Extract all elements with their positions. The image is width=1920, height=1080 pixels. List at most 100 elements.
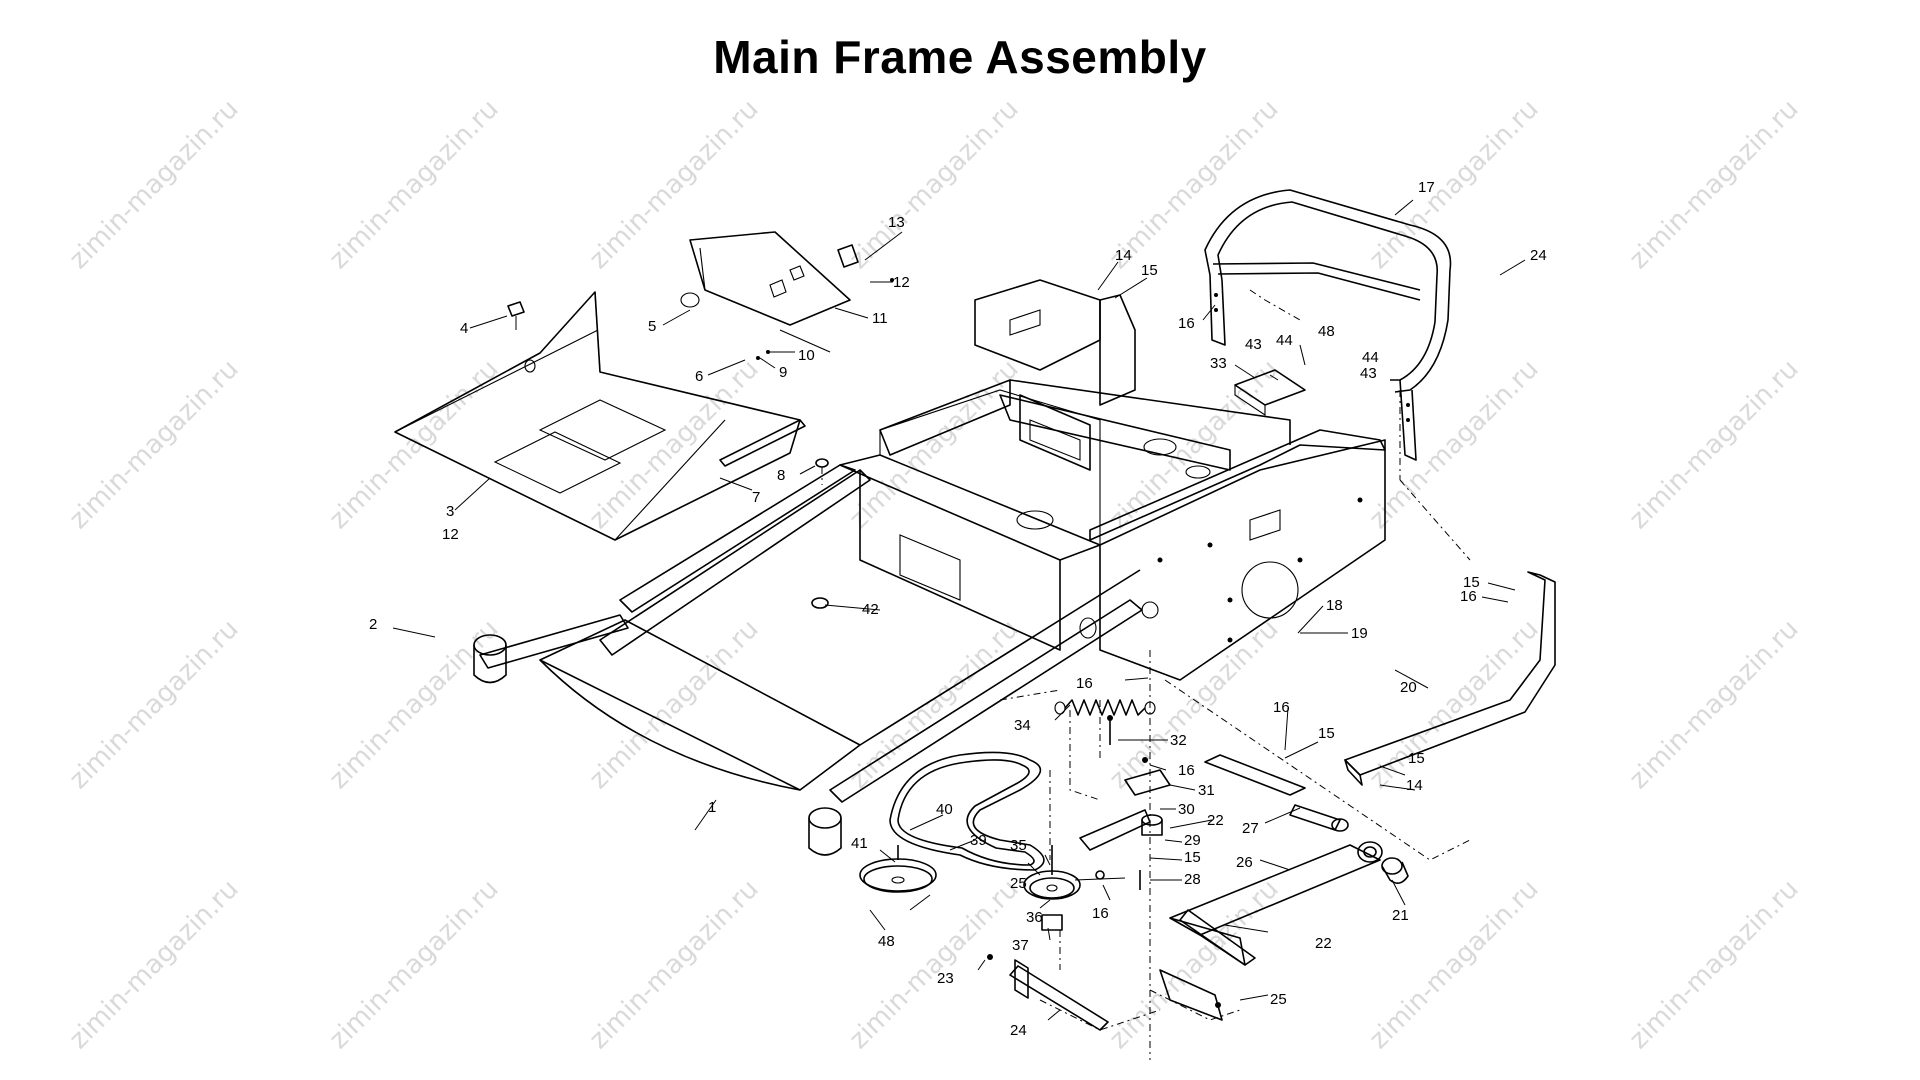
- callout-25: 25: [1270, 991, 1287, 1008]
- watermark: zimin-magazin.ru: [1624, 94, 1805, 275]
- pulley-part-41: [859, 845, 937, 893]
- callout-15: 15: [1463, 574, 1480, 591]
- watermark: zimin-magazin.ru: [584, 354, 765, 535]
- callout-18: 18: [1326, 597, 1343, 614]
- watermark: zimin-magazin.ru: [1364, 94, 1545, 275]
- plate-part-33: [1234, 369, 1306, 417]
- callout-14: 14: [1115, 247, 1132, 264]
- watermark: zimin-magazin.ru: [64, 94, 245, 275]
- watermark: zimin-magazin.ru: [1364, 614, 1545, 795]
- plug-part-8: [815, 458, 829, 485]
- callout-14: 14: [1406, 777, 1423, 794]
- callout-21: 21: [1392, 907, 1409, 924]
- callout-7: 7: [752, 489, 760, 506]
- watermark: zimin-magazin.ru: [64, 874, 245, 1055]
- callout-25: 25: [1010, 875, 1027, 892]
- callout-16: 16: [1076, 675, 1093, 692]
- watermark: zimin-magazin.ru: [584, 94, 765, 275]
- callout-15: 15: [1141, 262, 1158, 279]
- callout-43: 43: [1360, 365, 1377, 382]
- callout-22: 22: [1315, 935, 1332, 952]
- callout-16: 16: [1092, 905, 1109, 922]
- watermark: zimin-magazin.ru: [64, 614, 245, 795]
- watermark: zimin-magazin.ru: [1104, 354, 1285, 535]
- callout-20: 20: [1400, 679, 1417, 696]
- callout-37: 37: [1012, 937, 1029, 954]
- callout-10: 10: [798, 347, 815, 364]
- callout-40: 40: [936, 801, 953, 818]
- callout-12: 12: [442, 526, 459, 543]
- callout-26: 26: [1236, 854, 1253, 871]
- callout-43: 43: [1245, 336, 1262, 353]
- belt-part-40: [889, 751, 1045, 871]
- callout-19: 19: [1351, 625, 1368, 642]
- watermark: zimin-magazin.ru: [844, 94, 1025, 275]
- callout-36: 36: [1026, 909, 1043, 926]
- diagram-title: Main Frame Assembly: [713, 31, 1207, 83]
- main-frame: [473, 279, 1471, 856]
- seat-bracket: [680, 231, 894, 360]
- callout-22: 22: [1207, 812, 1224, 829]
- callout-6: 6: [695, 368, 703, 385]
- watermark: zimin-magazin.ru: [844, 874, 1025, 1055]
- watermark: zimin-magazin.ru: [1624, 874, 1805, 1055]
- callout-16: 16: [1460, 588, 1477, 605]
- callout-35: 35: [1010, 837, 1027, 854]
- rear-bar-part-20: [1344, 571, 1556, 786]
- callout-9: 9: [779, 364, 787, 381]
- watermark: zimin-magazin.ru: [324, 354, 505, 535]
- callout-29: 29: [1184, 832, 1201, 849]
- callout-31: 31: [1198, 782, 1215, 799]
- callout-16: 16: [1178, 315, 1195, 332]
- callout-41: 41: [851, 835, 868, 852]
- knob-part-4: [507, 301, 525, 330]
- callout-23: 23: [937, 970, 954, 987]
- callout-44: 44: [1276, 332, 1293, 349]
- callout-44: 44: [1362, 349, 1379, 366]
- callout-5: 5: [648, 318, 656, 335]
- bolt-part-32: [1107, 715, 1113, 745]
- callout-34: 34: [1014, 717, 1031, 734]
- callout-3: 3: [446, 503, 454, 520]
- watermark: zimin-magazin.ru: [64, 354, 245, 535]
- leader-lines: [392, 199, 1526, 1021]
- callout-48: 48: [878, 933, 895, 950]
- callout-24: 24: [1530, 247, 1547, 264]
- callout-27: 27: [1242, 820, 1259, 837]
- watermark: zimin-magazin.ru: [844, 354, 1025, 535]
- callout-4: 4: [460, 320, 468, 337]
- callout-39: 39: [970, 832, 987, 849]
- callout-17: 17: [1418, 179, 1435, 196]
- callout-24: 24: [1010, 1022, 1027, 1039]
- watermark: zimin-magazin.ru: [584, 614, 765, 795]
- callout-48: 48: [1318, 323, 1335, 340]
- watermark: zimin-magazin.ru: [1364, 354, 1545, 535]
- floor-pan: [394, 291, 801, 541]
- callouts: 1 2 3 4 5 6 7 8 9 10 11 12 12 13 14 14 1…: [369, 179, 1547, 1039]
- callout-42: 42: [862, 601, 879, 618]
- callout-2: 2: [369, 616, 377, 633]
- nut-part-42: [811, 597, 829, 609]
- callout-30: 30: [1178, 801, 1195, 818]
- callout-33: 33: [1210, 355, 1227, 372]
- callout-32: 32: [1170, 732, 1187, 749]
- watermark: zimin-magazin.ru: [1624, 614, 1805, 795]
- watermark: zimin-magazin.ru: [324, 94, 505, 275]
- callout-15: 15: [1318, 725, 1335, 742]
- callout-15: 15: [1408, 750, 1425, 767]
- strip-part-7: [719, 419, 806, 467]
- axle-part-24: [987, 954, 1223, 1031]
- callout-11: 11: [872, 310, 888, 327]
- shaft-part-27: [1204, 754, 1349, 832]
- callout-28: 28: [1184, 871, 1201, 888]
- callout-1: 1: [708, 799, 716, 816]
- watermark-layer: zimin-magazin.ru zimin-magazin.ru zimin-…: [64, 94, 1805, 1055]
- pulley-part-25: [1023, 845, 1081, 931]
- callout-15: 15: [1184, 849, 1201, 866]
- bushing-part-21: [1381, 857, 1409, 884]
- callout-8: 8: [777, 467, 785, 484]
- watermark: zimin-magazin.ru: [324, 874, 505, 1055]
- tube-part-22: [1179, 909, 1256, 966]
- watermark: zimin-magazin.ru: [1364, 874, 1545, 1055]
